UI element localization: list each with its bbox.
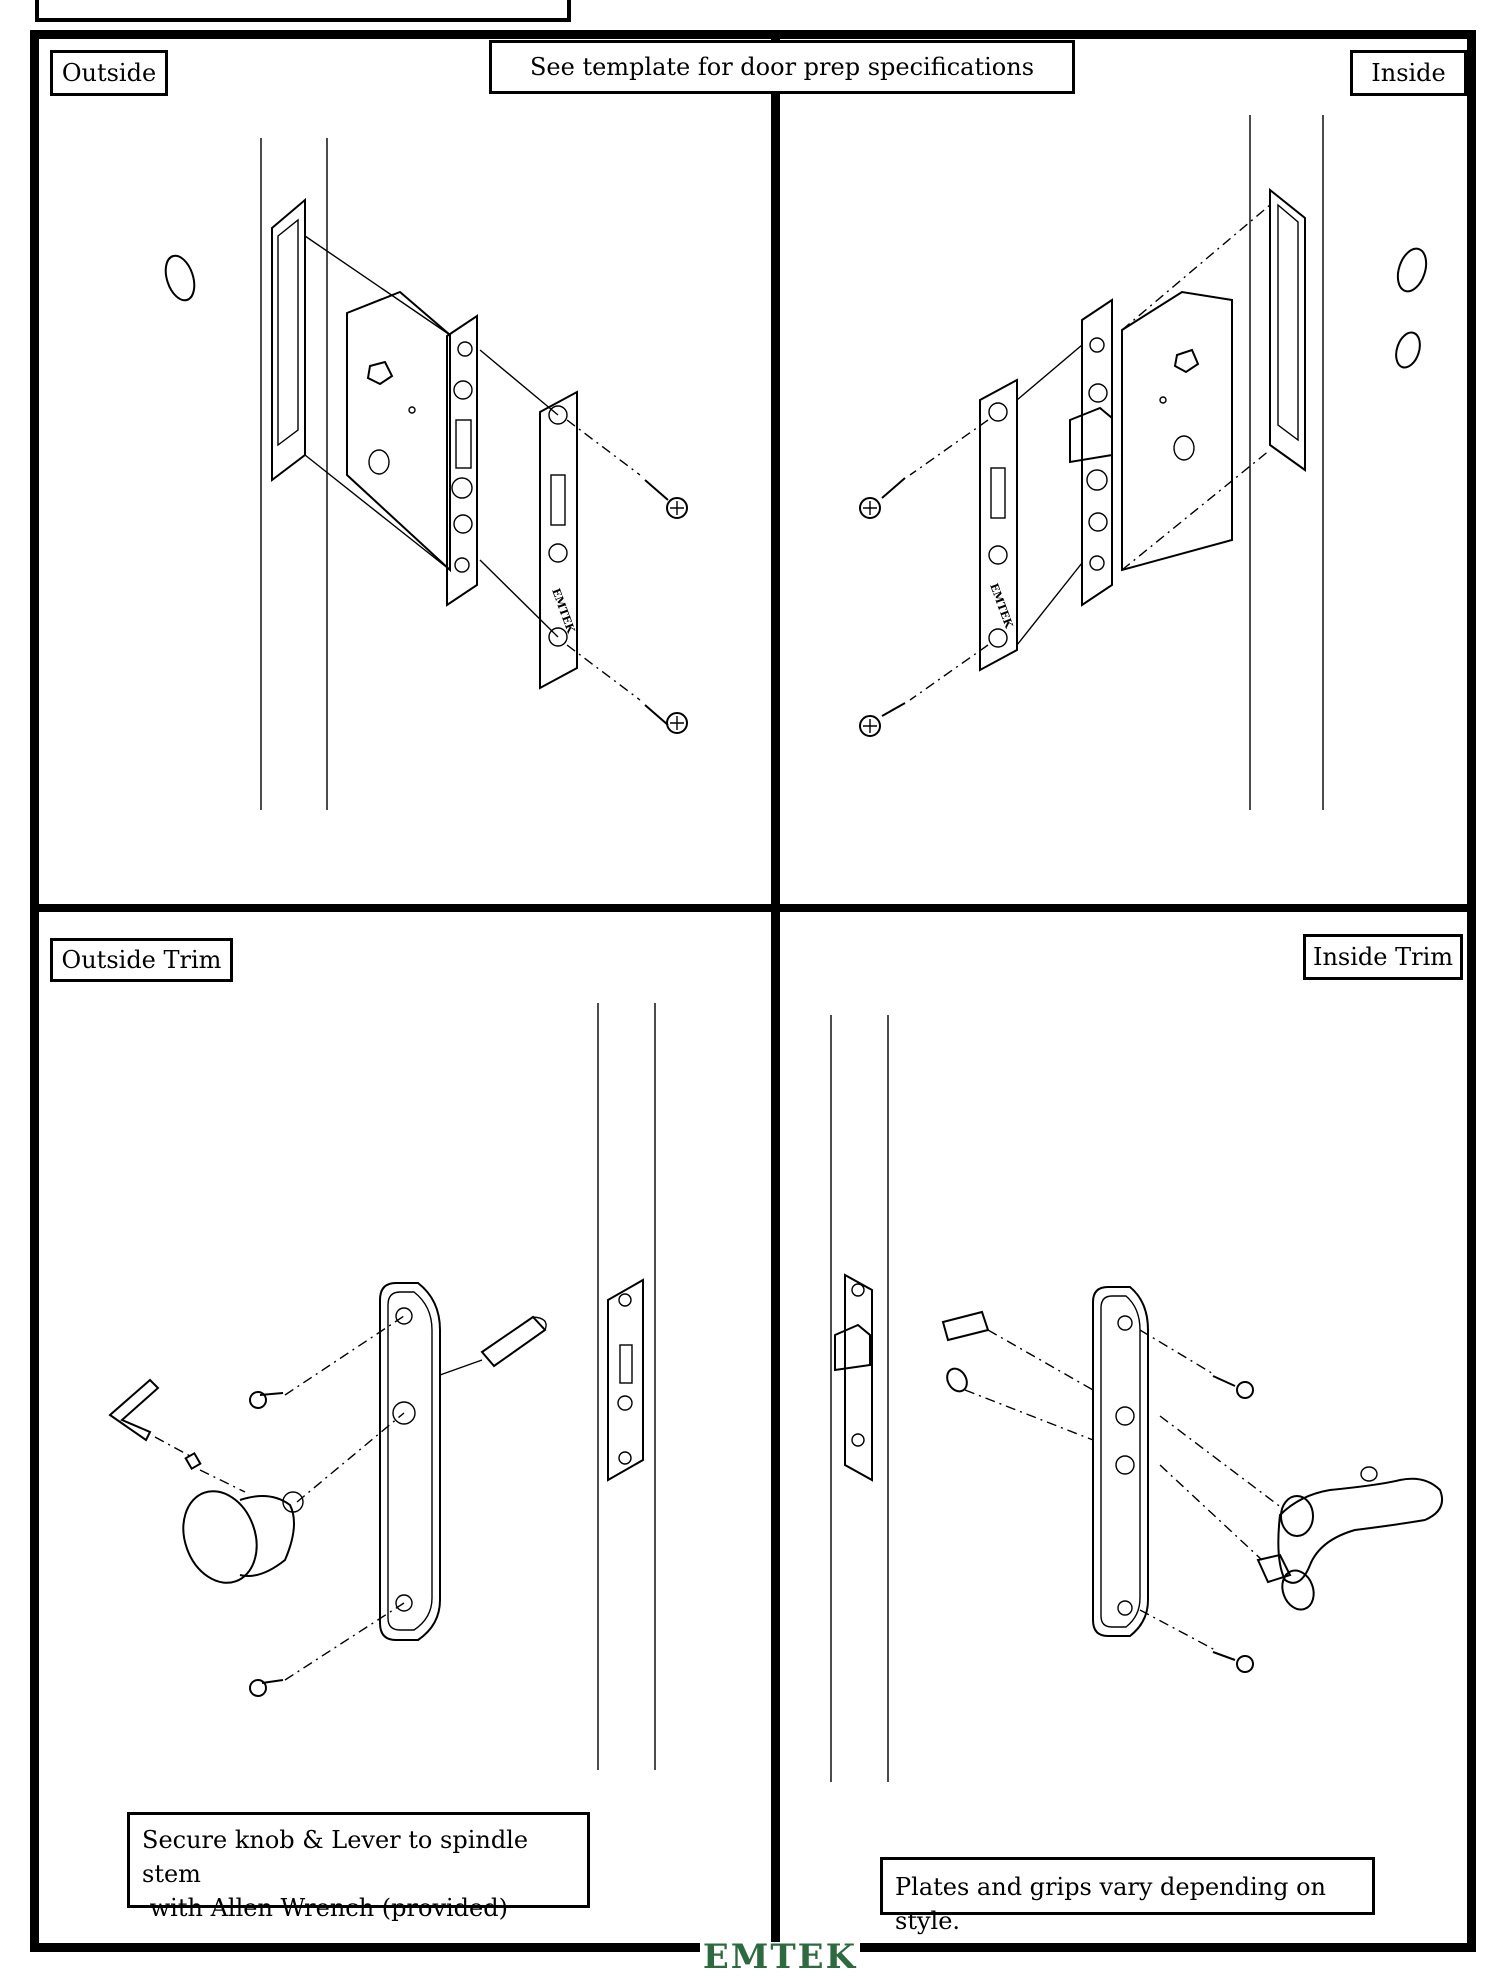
note-secure-knob: Secure knob & Lever to spindle stem with… [127,1812,590,1922]
label-outside: Outside [50,50,168,96]
label-outside-trim: Outside Trim [50,938,233,982]
trim-screw-bottom-outside [249,1679,284,1697]
trim-screw-top-inside [1212,1375,1254,1399]
screw-top-inside [859,477,906,519]
note-secure-line2: with Allen Wrench (provided) [142,1894,508,1922]
horizontal-divider [30,904,1476,912]
trim-screw-top-outside [249,1391,284,1409]
vertical-divider [771,30,780,1952]
label-inside: Inside [1350,50,1467,96]
note-secure-line1: Secure knob & Lever to spindle stem [142,1826,529,1888]
screw-top-outside [644,479,688,519]
screw-bottom-outside [644,704,688,734]
trim-screw-bottom-inside [1212,1651,1254,1673]
note-plates-vary: Plates and grips vary depending on style… [880,1857,1375,1935]
brand-logo: EMTEK [700,1937,860,1977]
label-template-note: See template for door prep specification… [489,40,1075,94]
brand-text: EMTEK [702,1937,858,1977]
screw-bottom-inside [859,702,906,737]
header-box [35,0,571,22]
label-inside-trim: Inside Trim [1303,934,1463,980]
